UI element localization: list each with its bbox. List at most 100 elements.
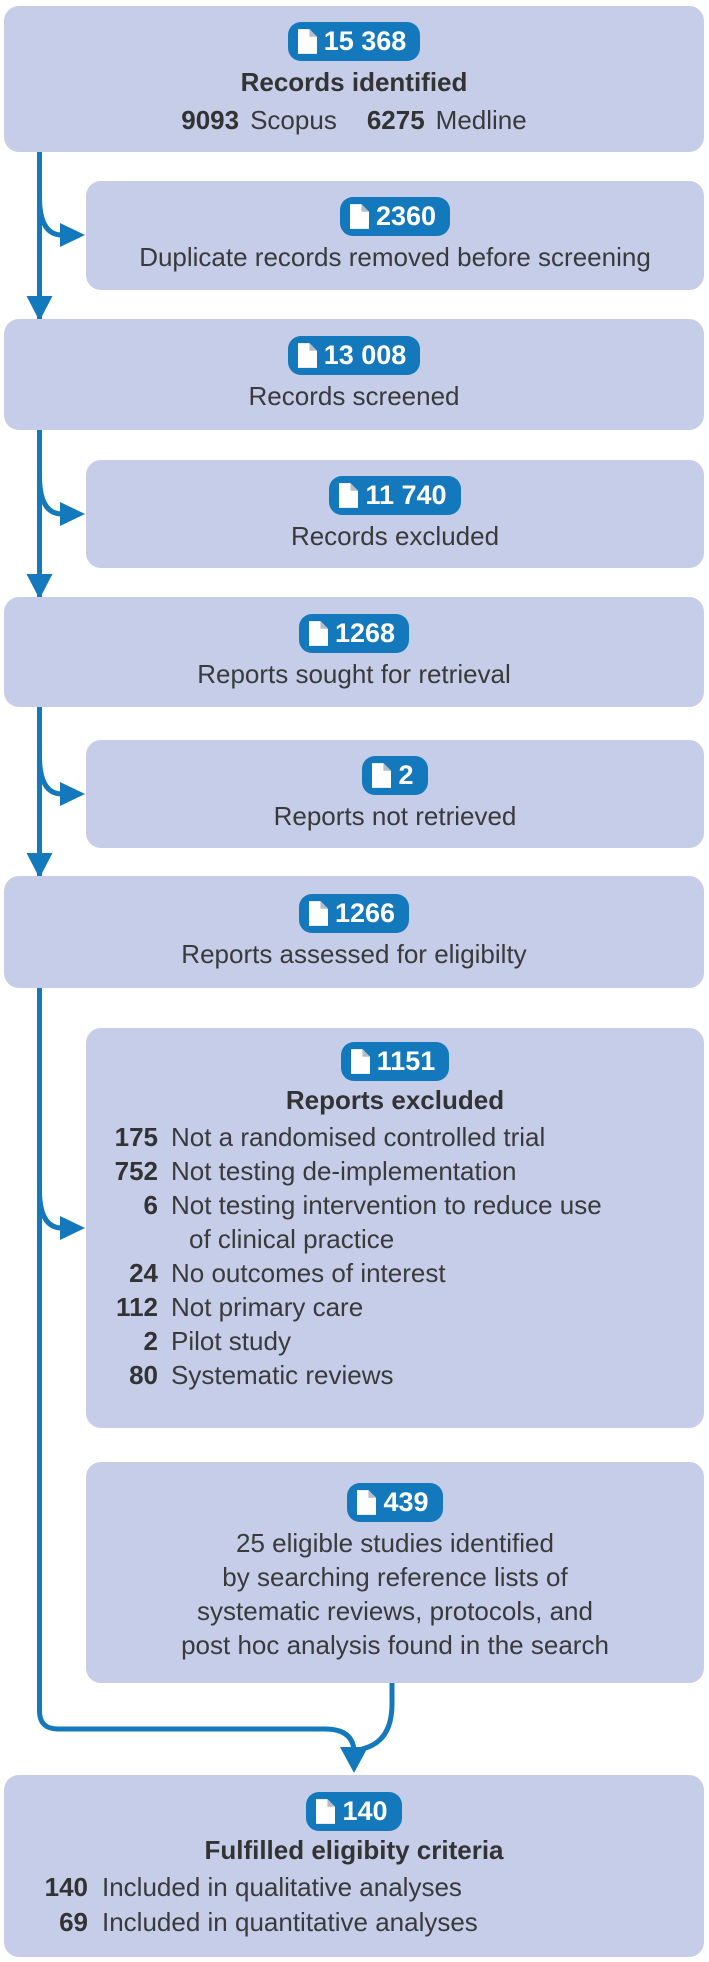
down-arrowhead-screened-icon: [26, 296, 53, 321]
count-badge: 11 740: [329, 475, 461, 515]
text-line: by searching reference lists of: [222, 1562, 568, 1592]
count-badge: 439: [347, 1483, 443, 1522]
badge-count: 439: [383, 1487, 429, 1517]
reason-label: Not testing intervention to reduce use of…: [171, 1188, 684, 1256]
count-badge: 2: [362, 755, 428, 795]
box-records-excluded: 11 740 Records excluded: [86, 460, 704, 568]
source-stats: 9093 Scopus 6275 Medline: [181, 104, 526, 137]
result-count: 140: [44, 1872, 88, 1902]
count-badge: 1268: [298, 613, 410, 653]
badge-count: 1268: [334, 617, 396, 648]
exclusion-reason-row: 6 Not testing intervention to reduce use…: [106, 1188, 684, 1256]
exclusion-reason-row: 112 Not primary care: [106, 1290, 684, 1324]
reason-label: Systematic reviews: [171, 1360, 394, 1390]
document-icon: [350, 1049, 370, 1074]
exclusion-reason-list: 175 Not a randomised controlled trial 75…: [100, 1120, 690, 1392]
document-icon: [339, 482, 359, 508]
reason-label-line1: Not testing intervention to reduce use: [171, 1190, 602, 1220]
box-reports-excluded-reasons: 1151 Reports excluded 175 Not a randomis…: [86, 1028, 704, 1428]
badge-count: 2360: [375, 201, 437, 231]
box-reports-not-retrieved: 2 Reports not retrieved: [86, 740, 704, 848]
down-arrowhead-sought-icon: [26, 574, 53, 599]
stat-medline: 6275 Medline: [367, 104, 527, 137]
box-records-screened: 13 008 Records screened: [4, 319, 704, 430]
reason-count: 24: [129, 1258, 158, 1288]
box-text: Reports assessed for eligibilty: [181, 938, 527, 969]
document-icon: [297, 28, 317, 54]
box-reports-assessed: 1266 Reports assessed for eligibilty: [4, 876, 704, 988]
document-icon: [308, 620, 328, 646]
badge-count: 140: [342, 1796, 388, 1826]
reason-label: Not a randomised controlled trial: [171, 1122, 546, 1152]
merge-arrowhead-icon: [340, 1747, 368, 1773]
exclusion-reason-row: 80 Systematic reviews: [106, 1358, 684, 1392]
stat-label: Scopus: [250, 104, 337, 135]
reason-label-line2: of clinical practice: [189, 1224, 395, 1254]
count-badge: 13 008: [287, 336, 421, 375]
inclusion-result-row: 69 Included in quantitative analyses: [24, 1905, 684, 1940]
text-line: post hoc analysis found in the search: [181, 1630, 609, 1660]
reason-label: Not testing de-implementation: [171, 1156, 517, 1186]
badge-count: 15 368: [323, 25, 407, 56]
count-badge: 1266: [298, 893, 410, 933]
box-text: Duplicate records removed before screeni…: [139, 242, 651, 272]
count-badge: 140: [306, 1792, 402, 1831]
branch-line-records-excluded: [37, 475, 63, 517]
text-line: 25 eligible studies identified: [235, 1528, 554, 1558]
main-flow-line: [37, 150, 357, 1751]
branch-line-duplicates: [37, 196, 63, 238]
reason-count: 2: [143, 1326, 158, 1356]
count-badge: 1151: [340, 1042, 450, 1081]
document-icon: [349, 204, 369, 229]
branch-arrowhead-not-retrieved-icon: [60, 782, 85, 806]
box-reference-search: 439 25 eligible studies identified by se…: [86, 1462, 704, 1683]
reason-label: Not primary care: [171, 1292, 364, 1322]
inclusion-result-list: 140 Included in qualitative analyses 69 …: [18, 1870, 690, 1940]
exclusion-reason-row: 2 Pilot study: [106, 1324, 684, 1358]
branch-line-reports-excluded: [37, 1189, 63, 1231]
document-icon: [316, 1799, 336, 1824]
exclusion-reason-row: 24 No outcomes of interest: [106, 1256, 684, 1290]
stat-scopus: 9093 Scopus: [181, 104, 337, 137]
document-icon: [372, 762, 392, 788]
stat-value: 6275: [366, 104, 425, 135]
badge-count: 13 008: [323, 340, 407, 370]
badge-count: 1151: [376, 1046, 436, 1076]
badge-count: 1266: [334, 897, 396, 928]
exclusion-reason-row: 752 Not testing de-implementation: [106, 1154, 684, 1188]
branch-line-not-retrieved: [37, 755, 63, 797]
inclusion-result-row: 140 Included in qualitative analyses: [24, 1870, 684, 1905]
result-count: 69: [59, 1907, 88, 1937]
stat-value: 9093: [181, 104, 240, 135]
reason-count: 112: [116, 1292, 158, 1322]
document-icon: [297, 343, 317, 368]
count-badge: 15 368: [287, 21, 421, 61]
box-title: Reports excluded: [285, 1085, 505, 1115]
reason-label: No outcomes of interest: [171, 1258, 446, 1288]
box-title: Records identified: [240, 66, 468, 97]
badge-count: 2: [398, 759, 414, 790]
box-text: Reports sought for retrieval: [197, 658, 511, 689]
box-duplicates-removed: 2360 Duplicate records removed before sc…: [86, 181, 704, 290]
result-label: Included in qualitative analyses: [102, 1872, 462, 1902]
reason-count: 80: [129, 1360, 158, 1390]
document-icon: [308, 900, 328, 926]
box-records-identified: 15 368 Records identified 9093 Scopus 62…: [4, 6, 704, 152]
down-arrowhead-assessed-icon: [26, 853, 53, 878]
reason-count: 175: [114, 1122, 158, 1152]
branch-arrowhead-records-excluded-icon: [60, 502, 85, 526]
merge-line-right: [361, 1680, 395, 1752]
branch-arrowhead-reports-excluded-icon: [60, 1216, 85, 1240]
stat-label: Medline: [435, 104, 527, 135]
reason-count: 6: [143, 1190, 158, 1220]
text-line: systematic reviews, protocols, and: [197, 1596, 593, 1626]
box-text: Reports not retrieved: [273, 800, 517, 831]
result-label: Included in quantitative analyses: [102, 1907, 478, 1937]
box-title: Fulfilled eligibity criteria: [204, 1835, 504, 1865]
reason-label: Pilot study: [171, 1326, 291, 1356]
box-text: Records screened: [248, 381, 460, 411]
box-text-multiline: 25 eligible studies identified by search…: [181, 1526, 609, 1662]
box-text: Records excluded: [290, 520, 500, 551]
branch-arrowhead-duplicates-icon: [60, 223, 85, 247]
